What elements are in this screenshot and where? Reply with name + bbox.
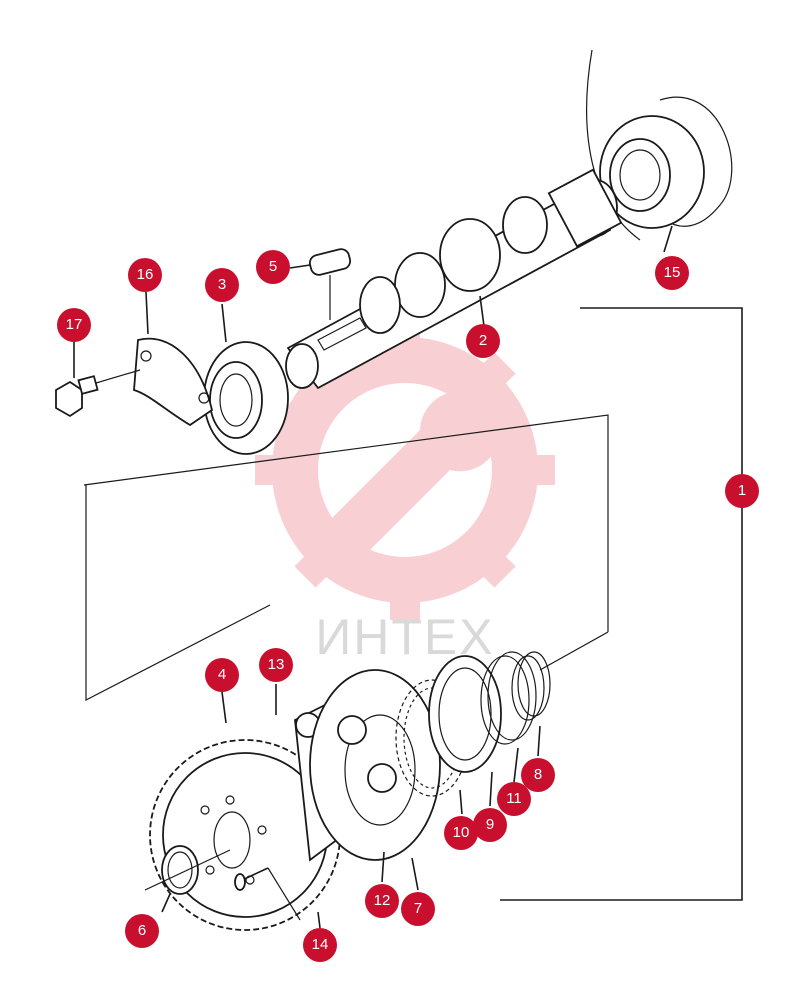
retainer-plate-16: [133, 337, 214, 427]
spring-11: [480, 651, 537, 745]
guide-line-right: [83, 414, 609, 632]
callout-16[interactable]: 16: [128, 258, 162, 292]
callout-4[interactable]: 4: [205, 658, 239, 692]
camshaft-2: [285, 168, 623, 390]
callout-5[interactable]: 5: [256, 250, 290, 284]
bolt-17: [55, 369, 141, 418]
callout-7[interactable]: 7: [401, 892, 435, 926]
gear-4: [149, 739, 341, 931]
callout-6[interactable]: 6: [125, 914, 159, 948]
callout-9[interactable]: 9: [473, 808, 507, 842]
housing-arc: [586, 49, 641, 241]
housing-flange: [659, 96, 733, 227]
callout-8[interactable]: 8: [521, 758, 555, 792]
callout-10[interactable]: 10: [444, 816, 478, 850]
callout-3[interactable]: 3: [205, 268, 239, 302]
callout-15[interactable]: 15: [655, 256, 689, 290]
washer-9: [428, 655, 502, 773]
callout-1[interactable]: 1: [725, 474, 759, 508]
watermark-brand: ИНТЕХ: [315, 609, 495, 665]
key-5: [289, 248, 352, 320]
callout-17[interactable]: 17: [57, 308, 91, 342]
guide-line-left: [85, 485, 271, 701]
bearing-3: [203, 341, 289, 455]
pin-14: [234, 867, 301, 921]
leader-lines: [73, 225, 673, 929]
callout-12[interactable]: 12: [365, 884, 399, 918]
callout-2[interactable]: 2: [466, 324, 500, 358]
bearing-15: [599, 115, 705, 229]
guide-line-ring: [539, 631, 609, 671]
spring-8: [511, 651, 551, 721]
circlip-6: [144, 845, 231, 895]
callout-13[interactable]: 13: [259, 648, 293, 682]
bracket-line: [500, 307, 743, 901]
callout-11[interactable]: 11: [497, 782, 531, 816]
callout-14[interactable]: 14: [303, 928, 337, 962]
plate-7: [309, 669, 441, 861]
